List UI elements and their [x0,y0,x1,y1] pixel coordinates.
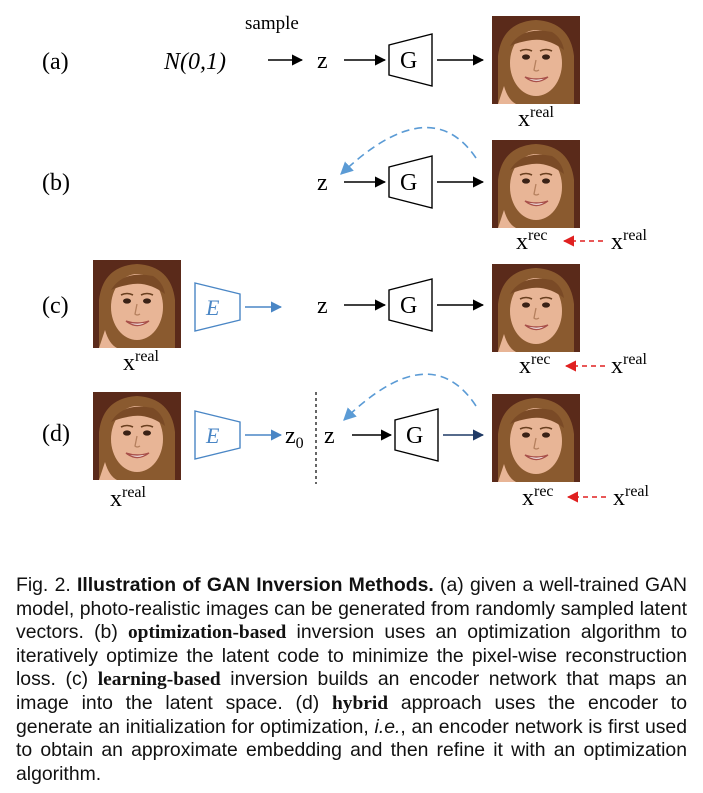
reconstructed-face-image [491,139,581,229]
caption-ie: i.e. [374,715,401,738]
generator-block [388,278,433,332]
initial-latent-z0-label: z0 [285,423,304,452]
noise-distribution-label: N(0,1) [163,49,226,75]
generator-block [388,155,433,209]
caption-text-d: approach uses the encoder to generate an… [16,691,687,738]
generator-block [394,408,439,462]
x-rec-label: xrec [516,227,548,255]
generated-face-image [491,15,581,105]
caption-prefix: Fig. 2. [16,574,77,596]
encoder-block [194,282,241,332]
x-real-label: xreal [518,104,555,132]
caption-text-end: , an encoder network is first used to ob… [16,715,687,785]
figure-caption: Fig. 2. Illustration of GAN Inversion Me… [16,574,687,786]
row-d-label: (d) [42,421,70,447]
optimization-loop-arrow [343,373,477,421]
caption-title: Illustration of GAN Inversion Methods. [76,574,434,596]
generator-label: G [406,423,423,449]
row-c-label: (c) [42,293,69,319]
input-face-image [92,259,182,349]
row-a-label: (a) [42,49,69,75]
x-real-label: xreal [611,227,648,255]
x-rec-label: xrec [522,483,554,511]
latent-z-label: z [317,170,328,196]
latent-z-label: z [317,293,328,319]
reconstructed-face-image [491,393,581,483]
reconstructed-face-image [491,263,581,353]
row-b-label: (b) [42,170,70,196]
encoder-block [194,410,241,460]
generator-block [388,33,433,87]
optimization-loop-arrow [340,126,477,175]
encoder-label: E [205,423,220,448]
caption-text-a: (a) given a well-trained GAN model, phot… [16,574,687,644]
generator-label: G [400,48,417,74]
x-real-label: xreal [613,483,650,511]
x-rec-label: xrec [519,351,551,379]
x-real-input-label: xreal [123,348,160,376]
caption-term-learning: learning-based [97,669,221,691]
latent-z-label: z [317,48,328,74]
input-face-image [92,391,182,481]
caption-term-optimization: optimization-based [127,622,287,644]
generator-label: G [400,170,417,196]
caption-text-b: inversion uses an op­timization algorith… [16,621,687,691]
gan-inversion-diagram: (a) N(0,1) sample z G xreal (b) z G xrec… [42,13,650,512]
generator-label: G [400,293,417,319]
x-real-input-label: xreal [110,484,147,512]
encoder-label: E [205,295,220,320]
latent-z-label: z [324,423,335,449]
sample-label: sample [245,13,299,34]
caption-text-c: inversion builds an encoder network that… [16,668,687,714]
caption-term-hybrid: hybrid [332,692,389,714]
x-real-label: xreal [611,351,648,379]
